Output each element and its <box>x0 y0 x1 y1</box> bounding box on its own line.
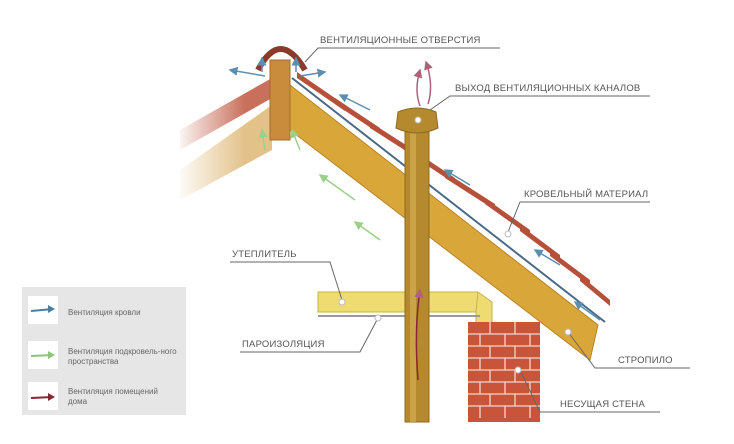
legend-text: Вентиляция помещений дома <box>68 387 158 406</box>
membrane <box>291 77 606 323</box>
legend-text: Вентиляция подкровель-ного пространства <box>68 347 177 366</box>
ridge-post <box>269 59 291 141</box>
rafter <box>289 83 599 361</box>
legend-text: Вентиляция кровли <box>68 308 141 317</box>
label-insulation: УТЕПЛИТЕЛЬ <box>232 249 297 260</box>
label-roofing: КРОВЕЛЬНЫЙ МАТЕРИАЛ <box>524 189 649 200</box>
label-rafter: СТРОПИЛО <box>618 355 673 366</box>
airflow-arrows <box>228 56 601 381</box>
legend-red-arrow-icon <box>28 382 58 410</box>
label-bearing-wall: НЕСУЩАЯ СТЕНА <box>560 399 646 410</box>
label-vent-outlet: ВЫХОД ВЕНТИЛЯЦИОННЫХ КАНАЛОВ <box>455 83 641 94</box>
vent-pipe <box>404 127 430 423</box>
legend-blue-arrow-icon <box>28 296 58 324</box>
leader-lines <box>230 47 690 413</box>
brick-wall <box>468 322 540 422</box>
legend: Вентиляция кровли Вентиляция подкровель-… <box>22 287 186 415</box>
legend-green-arrow-icon <box>28 341 58 369</box>
marker-dots <box>338 116 572 374</box>
label-vapor-barrier: ПАРОИЗОЛЯЦИЯ <box>242 339 325 350</box>
label-vent-openings: ВЕНТИЛЯЦИОННЫЕ ОТВЕРСТИЯ <box>320 35 481 46</box>
